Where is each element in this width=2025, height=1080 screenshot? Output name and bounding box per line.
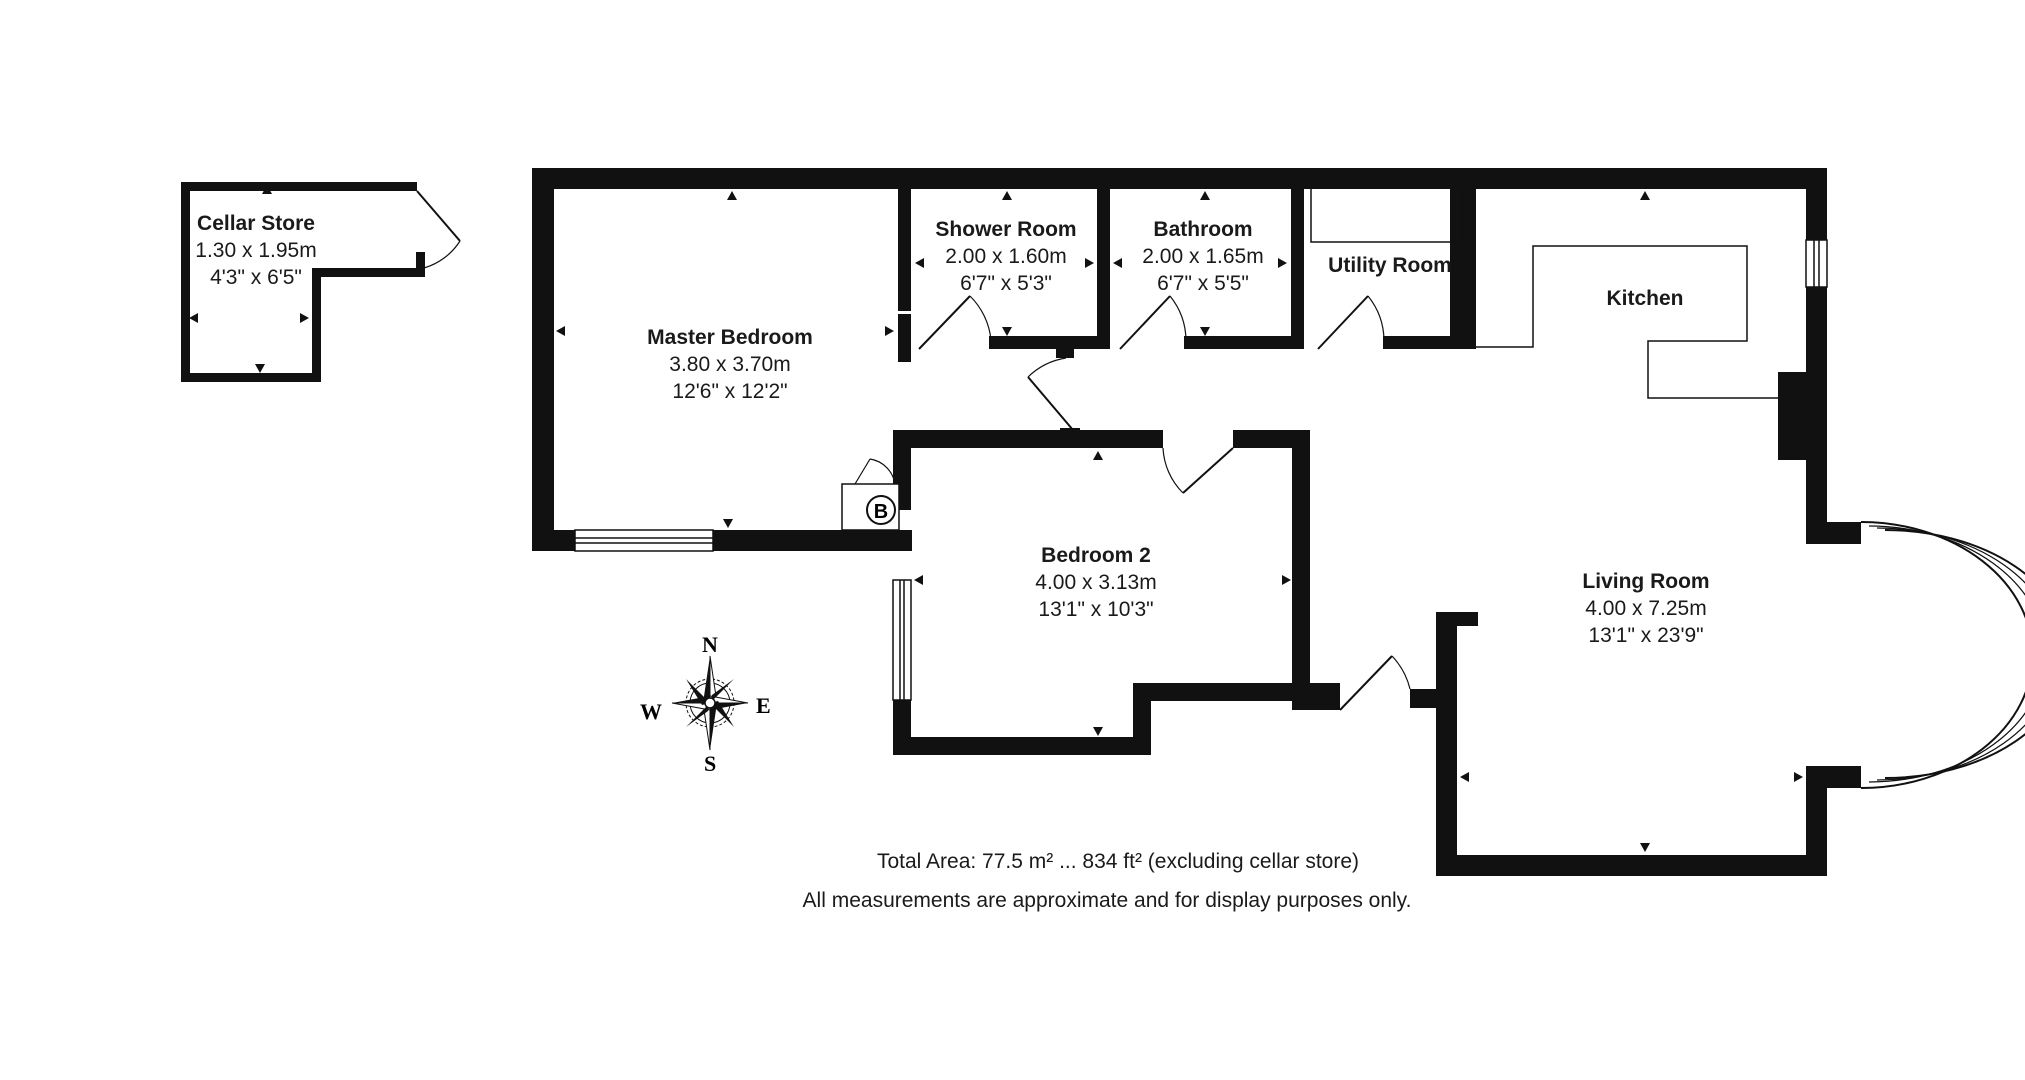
room-metric: 4.00 x 7.25m (1585, 597, 1707, 620)
room-name: Living Room (1582, 570, 1710, 593)
compass-north: N (702, 632, 718, 657)
room-metric: 2.00 x 1.65m (1142, 245, 1264, 268)
room-imperial: 12'6" x 12'2" (672, 380, 788, 403)
door-swings (416, 190, 1411, 711)
room-name: Kitchen (1606, 287, 1684, 310)
room-imperial: 6'7" x 5'3" (960, 272, 1052, 295)
room-name: Master Bedroom (647, 326, 813, 349)
room-imperial: 13'1" x 10'3" (1038, 598, 1154, 621)
room-label-bathroom: Bathroom 2.00 x 1.65m 6'7" x 5'5" (1142, 216, 1263, 297)
room-name: Bathroom (1153, 218, 1253, 241)
dimension-arrows (189, 185, 1803, 852)
room-imperial: 13'1" x 23'9" (1588, 624, 1704, 647)
room-label-kitchen: Kitchen (1606, 285, 1683, 312)
total-area-note: Total Area: 77.5 m² ... 834 ft² (excludi… (876, 850, 1360, 873)
room-label-master-bedroom: Master Bedroom 3.80 x 3.70m 12'6" x 12'2… (647, 324, 813, 405)
room-name: Cellar Store (197, 212, 315, 235)
room-label-cellar-store: Cellar Store 1.30 x 1.95m 4'3" x 6'5" (195, 210, 316, 291)
walls (181, 168, 1861, 876)
compass-south: S (704, 751, 716, 776)
room-label-shower-room: Shower Room 2.00 x 1.60m 6'7" x 5'3" (935, 216, 1076, 297)
room-metric: 2.00 x 1.60m (945, 245, 1067, 268)
room-label-bedroom-2: Bedroom 2 4.00 x 3.13m 13'1" x 10'3" (1035, 542, 1156, 623)
room-imperial: 4'3" x 6'5" (210, 266, 302, 289)
room-metric: 4.00 x 3.13m (1035, 571, 1157, 594)
compass-west: W (640, 699, 662, 724)
boiler-label: B (874, 501, 888, 523)
room-label-utility-room: Utility Room (1328, 252, 1452, 279)
room-name: Bedroom 2 (1041, 544, 1151, 567)
fixtures (574, 189, 2025, 789)
room-imperial: 6'7" x 5'5" (1157, 272, 1249, 295)
compass-east: E (756, 693, 771, 718)
room-metric: 1.30 x 1.95m (195, 239, 317, 262)
room-label-living-room: Living Room 4.00 x 7.25m 13'1" x 23'9" (1582, 568, 1709, 649)
room-name: Utility Room (1328, 254, 1452, 277)
room-metric: 3.80 x 3.70m (669, 353, 791, 376)
disclaimer-note: All measurements are approximate and for… (802, 889, 1412, 912)
compass-rose: N E S W (640, 632, 771, 776)
room-name: Shower Room (935, 218, 1077, 241)
